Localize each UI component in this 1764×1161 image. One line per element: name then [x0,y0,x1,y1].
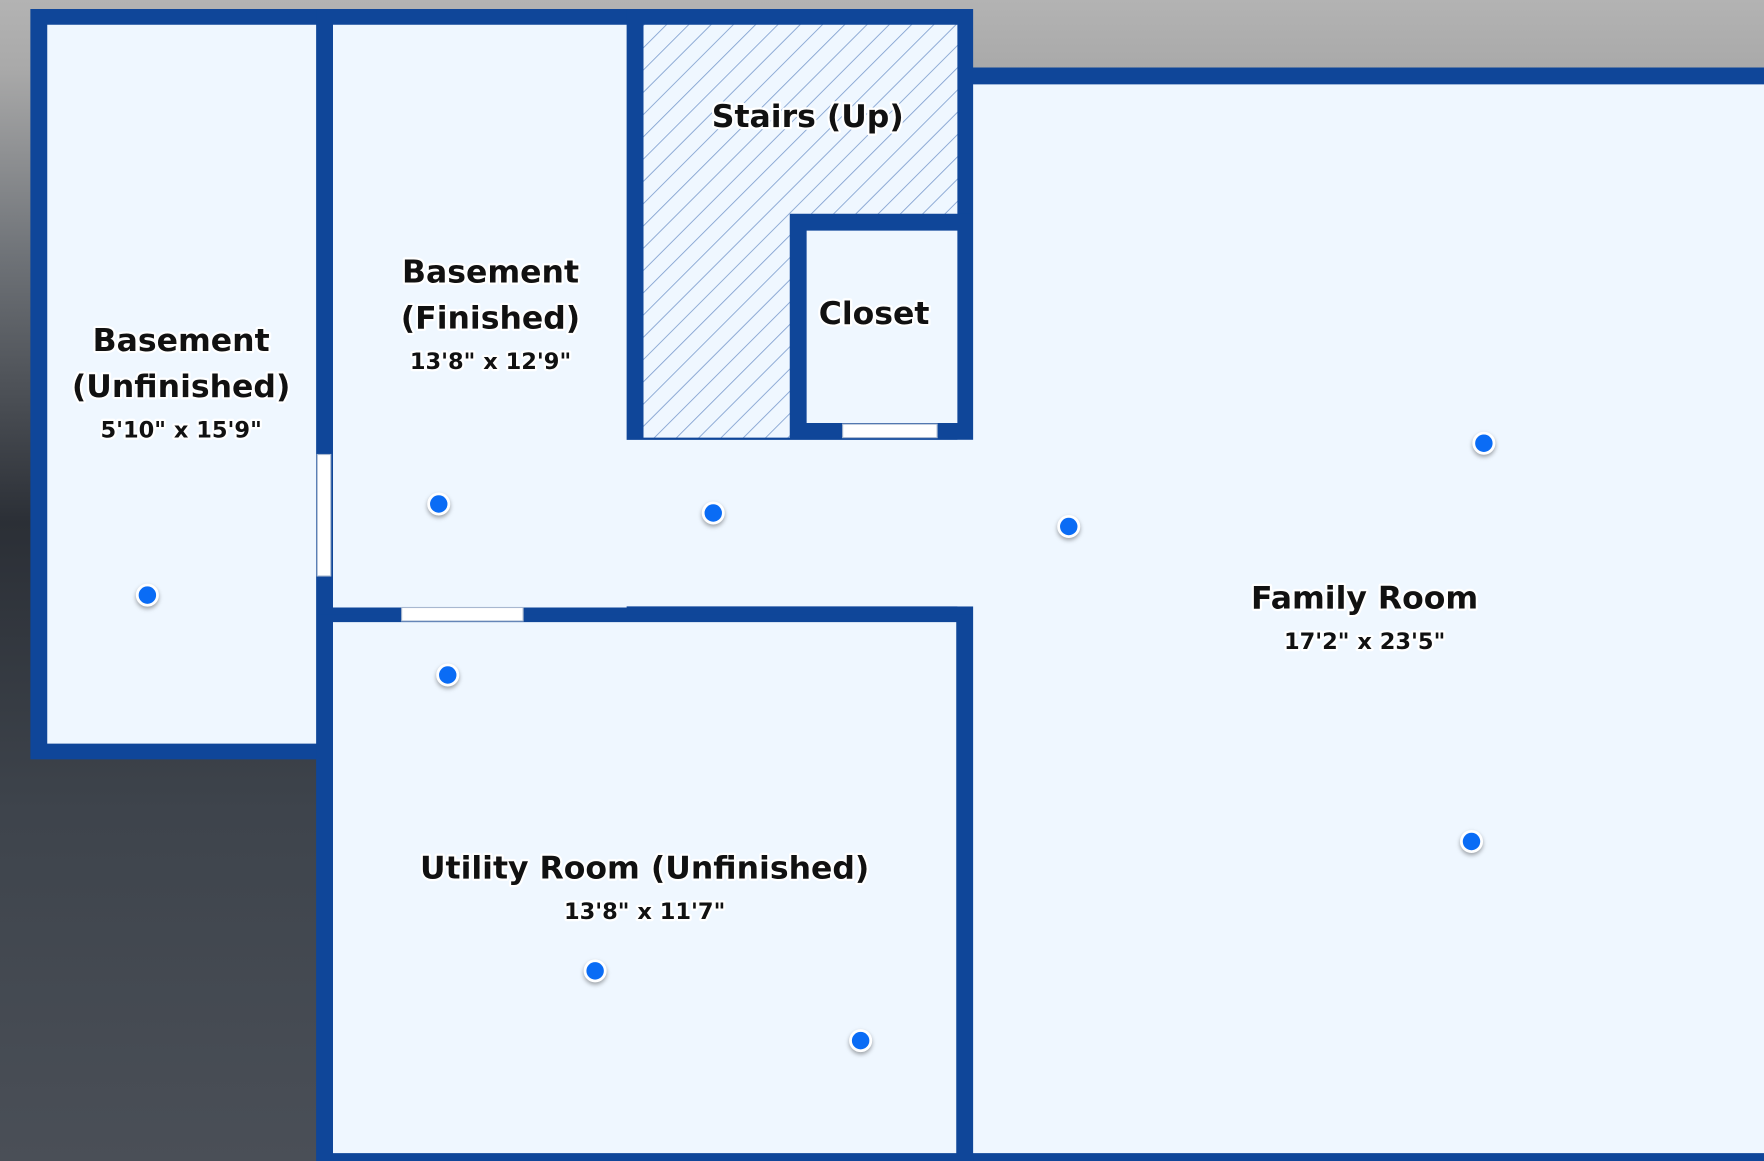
room-name: (Finished) [401,301,580,337]
room-dimensions: 17'2" x 23'5" [1284,629,1445,655]
room-dimensions: 13'8" x 12'9" [410,349,571,375]
label-family-room: Family Room 17'2" x 23'5" [1249,578,1481,657]
room-name: Utility Room (Unfinished) [420,851,869,887]
photo-marker[interactable] [436,663,460,687]
room-name: (Unfinished) [72,369,290,405]
photo-marker[interactable] [135,583,159,607]
room-basement-unfinished[interactable] [47,24,317,744]
label-utility-room: Utility Room (Unfinished) 13'8" x 11'7" [418,848,872,927]
room-closet[interactable] [806,230,958,423]
room-dimensions: 5'10" x 15'9" [100,418,261,444]
photo-marker[interactable] [849,1029,873,1053]
photo-marker[interactable] [1472,431,1496,455]
photo-marker[interactable] [427,492,451,516]
hallway [333,439,975,607]
photo-marker[interactable] [1057,514,1081,539]
label-basement-finished: Basement (Finished) 13'8" x 12'9" [399,252,583,377]
photo-marker[interactable] [583,959,607,983]
door-basement-unfinished [316,453,332,577]
photo-marker[interactable] [1459,829,1484,854]
photo-marker[interactable] [701,501,725,525]
door-utility [401,606,524,622]
room-name: Family Room [1251,581,1478,617]
room-name: Basement [402,254,579,290]
photo-markers [135,431,1496,1053]
room-name: Basement [93,323,270,359]
room-dimensions: 13'8" x 11'7" [564,899,725,925]
label-basement-unfinished: Basement (Unfinished) 5'10" x 15'9" [70,321,293,446]
door-closet [842,423,938,439]
room-utility[interactable] [333,622,957,1154]
room-family-room[interactable] [973,84,1764,1154]
label-stairs: Stairs (Up) [712,99,904,135]
label-closet: Closet [819,296,930,332]
